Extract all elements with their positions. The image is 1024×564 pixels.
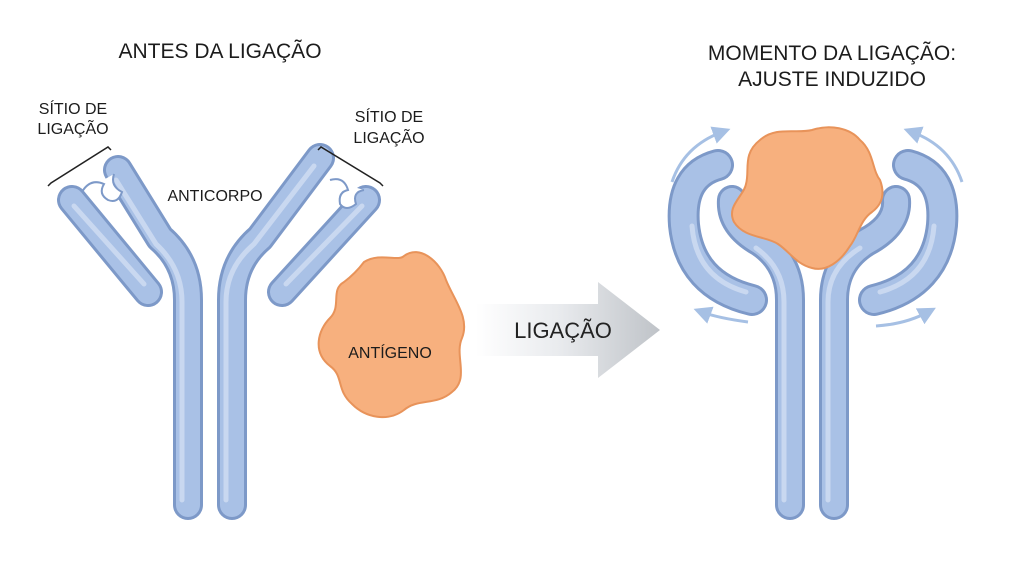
- antigen-label: ANTÍGENO: [348, 345, 432, 362]
- bound-heavy-chain-right: [822, 188, 909, 517]
- title-induced-fit-line1: MOMENTO DA LIGAÇÃO:: [707, 42, 957, 65]
- antigen-free: [317, 251, 466, 419]
- antibody-before: [47, 143, 384, 520]
- binding-site-label-left-line1: SÍTIO DE: [38, 101, 108, 118]
- bound-light-chain-left: [670, 152, 765, 313]
- motion-arrow-top-right: [903, 126, 964, 183]
- motion-arrow-top-left: [670, 126, 731, 183]
- motion-arrow-bottom-left: [693, 306, 749, 324]
- binding-site-pocket-right: [329, 178, 365, 209]
- binding-site-label-right-line2: LIGAÇÃO: [353, 130, 425, 147]
- antigen-bound: [731, 126, 884, 270]
- binding-site-label-right-line1: SÍTIO DE: [354, 109, 424, 126]
- binding-arrow-shape: [476, 282, 660, 378]
- binding-arrow-label: LIGAÇÃO: [514, 318, 612, 343]
- title-before-binding: ANTES DA LIGAÇÃO: [118, 40, 322, 63]
- induced-fit-motion-arrows: [670, 126, 964, 328]
- motion-arrow-bottom-right: [875, 307, 936, 328]
- bound-light-chain-right: [861, 152, 956, 313]
- binding-site-bracket-left: [47, 146, 112, 187]
- binding-site-bracket-right: [317, 146, 384, 187]
- title-induced-fit-line2: AJUSTE INDUZIDO: [738, 68, 926, 91]
- binding-site-pocket-left: [81, 173, 124, 202]
- binding-site-label-left-line2: LIGAÇÃO: [37, 121, 109, 138]
- antibody-label: ANTICORPO: [167, 188, 263, 205]
